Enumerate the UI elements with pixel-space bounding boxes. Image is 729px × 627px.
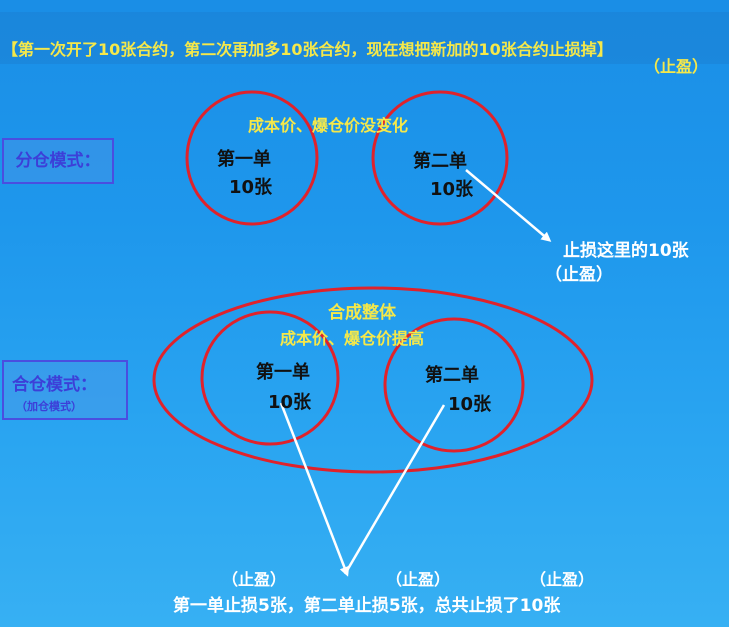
split-order1-qty: 10张 [229, 177, 273, 198]
merge-order2-circle [383, 317, 525, 453]
split-stop-arrow [465, 169, 552, 242]
split-stop-sub: （止盈） [545, 265, 613, 285]
title-line1: 【第一次开了10张合约，第二次再加多10张合约，现在想把新加的10张合约止损掉】 [2, 40, 613, 59]
merge-arrow-left [279, 402, 350, 577]
bottom-tp1: （止盈） [222, 570, 287, 589]
split-order2-circle [371, 90, 509, 226]
merge-note: 成本价、爆仓价提高 [280, 329, 425, 348]
split-order1-circle [185, 90, 319, 226]
merge-mode-sublabel: （加仓模式） [16, 400, 82, 413]
merge-order2-name: 第二单 [425, 365, 479, 386]
split-note: 成本价、爆仓价没变化 [248, 116, 409, 135]
bottom-tp2: （止盈） [386, 570, 451, 589]
split-stop-text: 止损这里的10张 [563, 241, 689, 261]
merge-order2-qty: 10张 [448, 394, 492, 415]
split-order2-name: 第二单 [413, 151, 467, 172]
merge-order1-name: 第一单 [256, 362, 310, 383]
merge-mode-label-main: 合仓模式： [12, 375, 97, 395]
merge-order1-qty: 10张 [268, 392, 312, 413]
split-order2-qty: 10张 [430, 179, 474, 200]
bottom-tp3: （止盈） [530, 570, 595, 589]
merge-whole-ellipse [152, 286, 594, 474]
split-mode-label: 分仓模式： [2, 138, 114, 184]
merge-order1-circle [200, 310, 340, 446]
title-band [0, 12, 729, 64]
split-order1-name: 第一单 [217, 149, 271, 170]
merge-mode-label: 合仓模式： （加仓模式） [2, 360, 128, 420]
bottom-summary: 第一单止损5张，第二单止损5张，总共止损了10张 [173, 596, 561, 616]
merge-arrow-right [343, 404, 446, 575]
title-line2: （止盈） [644, 57, 709, 76]
merge-title: 合成整体 [328, 303, 396, 323]
